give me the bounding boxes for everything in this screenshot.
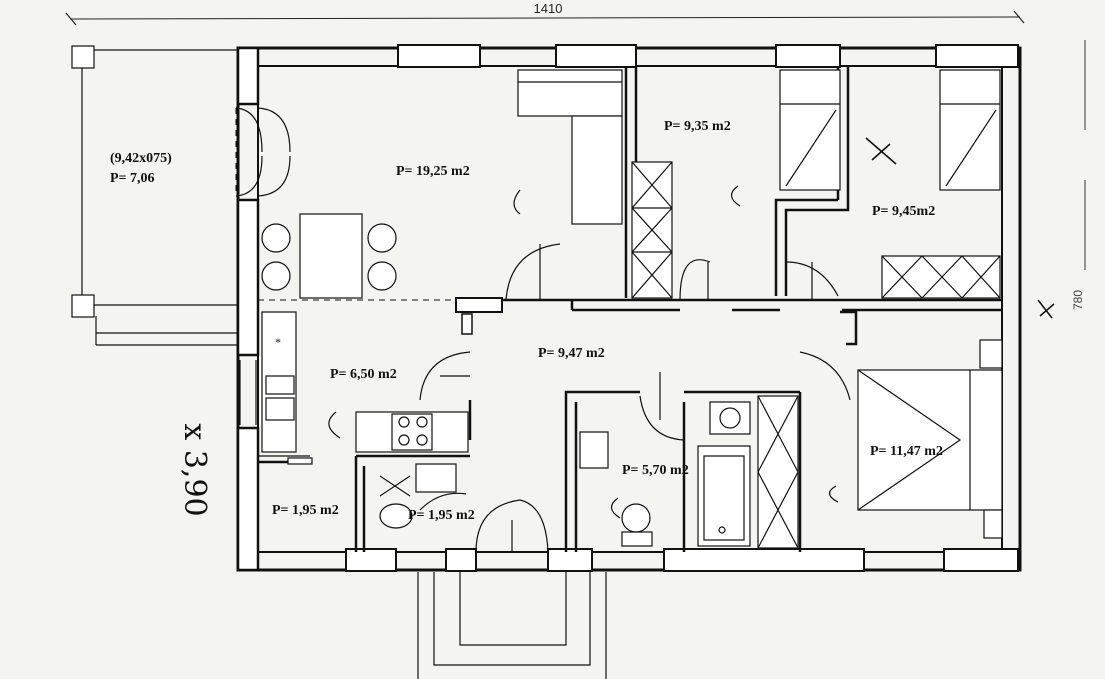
entrance-steps [417,572,607,679]
right-dimension: 780 [1037,40,1086,319]
terrace [71,45,238,346]
top-dimension: 1410 [65,1,1025,26]
exterior-walls [236,46,1022,572]
wardrobes [631,161,1001,549]
wc-area-label: P= 1,95 m2 [408,508,475,523]
small-bedroom-area-label: P= 9,35 m2 [664,119,731,134]
width-dimension-label: 1410 [534,1,563,16]
terrace-area-label: P= 7,06 [110,171,155,186]
wc-fixtures [379,463,457,529]
beds [779,69,1003,539]
doors [235,107,851,553]
hall-area-label: P= 9,47 m2 [538,346,605,361]
bathroom-fixtures [579,401,751,547]
living-furniture [261,69,623,299]
bathroom-area-label: P= 5,70 m2 [622,463,689,478]
room-labels: (9,42x075) P= 7,06 P= 19,25 m2 P= 9,35 m… [110,119,943,523]
storage-area-label: P= 1,95 m2 [272,503,339,518]
master-bedroom-area-label: P= 11,47 m2 [870,444,943,459]
kitchen-area-label: P= 6,50 m2 [330,367,397,382]
kitchen-fixtures: * [261,311,469,465]
right-bedroom-area-label: P= 9,45m2 [872,204,935,219]
terrace-size-label: (9,42x075) [110,151,172,166]
living-room-area-label: P= 19,25 m2 [396,164,470,179]
svg-text:*: * [275,335,281,349]
height-dimension-label: 780 [1071,290,1085,310]
terrace-handwritten-label: x 3,90 [177,423,212,516]
windows [239,44,1019,572]
hand-marks [328,137,897,519]
